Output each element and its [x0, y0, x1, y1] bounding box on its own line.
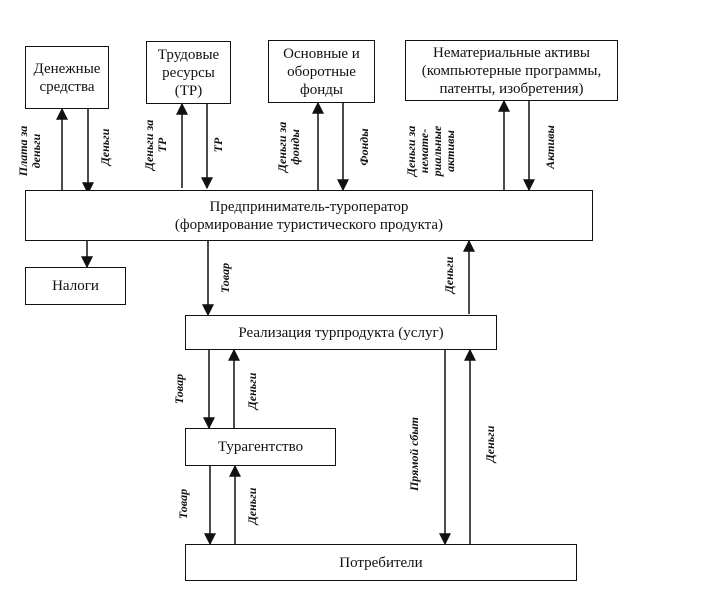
- box-money: Денежные средства: [25, 46, 109, 109]
- label-tr: ТР: [211, 137, 225, 153]
- label-goods-1: Товар: [218, 262, 232, 294]
- box-operator-text: Предприниматель-туроператор (формировани…: [174, 198, 444, 233]
- box-operator: Предприниматель-туроператор (формировани…: [25, 190, 593, 241]
- label-direct-sales: Прямой сбыт: [407, 416, 421, 492]
- box-agency-text: Турагентство: [217, 439, 304, 455]
- label-goods-2: Товар: [172, 373, 186, 405]
- box-taxes-text: Налоги: [52, 278, 99, 294]
- label-money-for-tr: Деньги за ТР: [142, 119, 169, 171]
- label-money-2: Деньги: [442, 256, 456, 294]
- label-goods-3: Товар: [176, 488, 190, 520]
- box-money-text: Денежные средства: [33, 60, 101, 95]
- box-funds: Основные и оборотные фонды: [268, 40, 375, 103]
- box-intangible-text: Нематериальные активы (компьютерные прог…: [421, 44, 602, 97]
- box-intangible: Нематериальные активы (компьютерные прог…: [405, 40, 618, 101]
- box-sales-text: Реализация турпродукта (услуг): [238, 324, 444, 341]
- label-money-1: Деньги: [98, 128, 112, 166]
- box-agency: Турагентство: [185, 428, 336, 466]
- box-consumers: Потребители: [185, 544, 577, 581]
- label-funds: Фонды: [357, 128, 371, 166]
- label-money-4: Деньги: [483, 425, 497, 463]
- box-consumers-text: Потребители: [339, 554, 423, 571]
- label-money-for-intangible: Деньги за немате- риальные активы: [404, 125, 457, 177]
- box-funds-text: Основные и оборотные фонды: [283, 45, 360, 98]
- box-labor: Трудовые ресурсы (ТР): [146, 41, 231, 104]
- label-money-for-funds: Деньги за фонды: [275, 121, 302, 173]
- box-taxes: Налоги: [25, 267, 126, 305]
- box-sales: Реализация турпродукта (услуг): [185, 315, 497, 350]
- label-pay-for-money: Плата за деньги: [16, 125, 43, 177]
- label-assets: Активы: [543, 125, 557, 169]
- label-money-3: Деньги: [245, 372, 259, 410]
- label-money-5: Деньги: [245, 487, 259, 525]
- box-labor-text: Трудовые ресурсы (ТР): [157, 46, 220, 99]
